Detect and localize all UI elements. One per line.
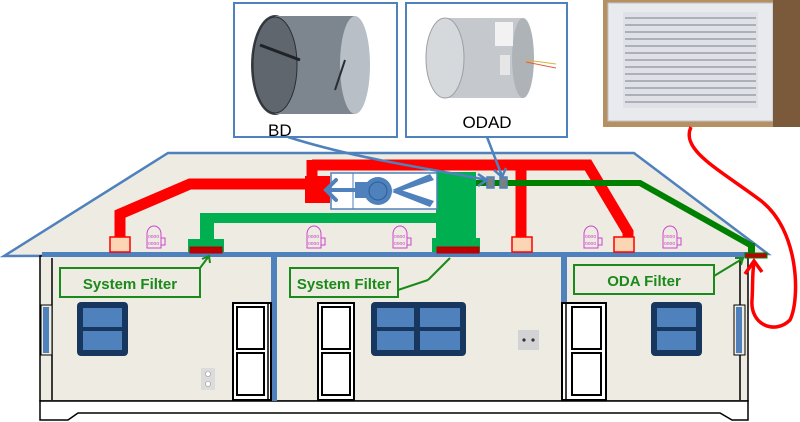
outdoor-grille-photo [603, 0, 800, 127]
svg-text:oooo: oooo [664, 241, 675, 247]
odad-photo-callout: ODAD [405, 2, 568, 138]
window-2 [371, 302, 466, 356]
door-2 [317, 302, 355, 401]
oda-filter [744, 252, 768, 259]
outdoor-air-damper-image [425, 17, 557, 99]
system-filter-text-2: System Filter [297, 276, 391, 293]
door-3 [561, 302, 607, 401]
barometric-damper-image [251, 15, 370, 115]
supply-register-2 [511, 236, 533, 253]
ceiling-line [42, 252, 748, 257]
svg-text:oooo: oooo [585, 234, 596, 240]
door-1 [232, 302, 272, 401]
left-arrow-icon [323, 178, 358, 202]
system-filter-2 [436, 246, 480, 254]
oda-arrow-head [743, 257, 764, 275]
bd-callout-arrow [287, 135, 490, 188]
svg-text:oooo: oooo [585, 241, 596, 247]
air-handler-unit [323, 172, 438, 210]
odad-callout-arrow [485, 136, 508, 180]
svg-text:oooo: oooo [148, 234, 159, 240]
bd-photo-callout: BD [233, 2, 398, 140]
svg-text:oooo: oooo [308, 241, 319, 247]
system-filter-1 [189, 246, 223, 254]
bd-label: BD [268, 121, 292, 140]
system-filter-text-1: System Filter [83, 276, 177, 293]
odad-damper [499, 176, 508, 189]
window-3 [651, 302, 702, 356]
light-switch-icon [518, 330, 539, 350]
svg-text:oooo: oooo [394, 234, 405, 240]
oda-filter-text: ODA Filter [607, 273, 681, 290]
system-filter-label-1: System Filter [59, 267, 201, 298]
window-1 [77, 302, 128, 356]
oda-filter-label: ODA Filter [573, 264, 715, 295]
outlet-icon [201, 368, 215, 390]
svg-text:oooo: oooo [664, 234, 675, 240]
svg-text:oooo: oooo [308, 234, 319, 240]
damper-icon [392, 174, 434, 207]
bd-damper [486, 176, 495, 189]
supply-duct [114, 159, 634, 240]
outdoor-air-duct [476, 180, 754, 249]
supply-register-1 [109, 236, 131, 253]
outdoor-air-path-arrow [687, 126, 798, 329]
svg-text:oooo: oooo [148, 241, 159, 247]
system-filter-label-2: System Filter [289, 267, 399, 298]
odad-label: ODAD [462, 113, 511, 132]
fan-icon [355, 177, 392, 205]
foundation [39, 400, 749, 421]
svg-text:oooo: oooo [394, 241, 405, 247]
supply-register-3 [613, 236, 635, 253]
partition-wall-1 [271, 256, 277, 401]
